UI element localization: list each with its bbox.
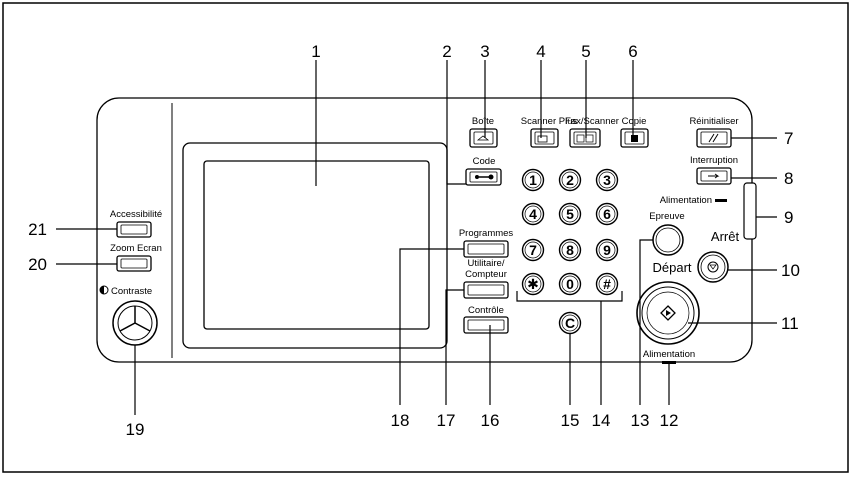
key-hash[interactable]: # — [595, 272, 619, 296]
touch-panel-screen[interactable] — [203, 160, 430, 330]
key-5[interactable]: 5 — [558, 202, 582, 226]
controle-label: Contrôle — [468, 305, 504, 316]
zoom-ecran-label: Zoom Ecran — [110, 243, 162, 254]
key-9[interactable]: 9 — [595, 238, 619, 262]
callout-2: 2 — [442, 42, 451, 61]
leader-13 — [639, 239, 653, 405]
callout-1: 1 — [311, 42, 320, 61]
reset-icon — [708, 133, 719, 143]
boite-label: Boîte — [472, 116, 494, 127]
key-3[interactable]: 3 — [595, 168, 619, 192]
callout-3: 3 — [480, 42, 489, 61]
leader-14-bracket — [516, 291, 623, 302]
contraste-icon — [99, 285, 109, 295]
callout-12: 12 — [660, 411, 679, 430]
leader-2 — [446, 60, 466, 185]
fax-icon — [576, 134, 585, 143]
callout-9: 9 — [784, 208, 793, 227]
contraste-label: Contraste — [111, 286, 152, 297]
copie-label: Copie — [622, 116, 647, 127]
key-4[interactable]: 4 — [521, 202, 545, 226]
key-0[interactable]: 0 — [558, 272, 582, 296]
key-8[interactable]: 8 — [558, 238, 582, 262]
svg-text:0: 0 — [566, 276, 574, 292]
utilitaire-label-line1: Utilitaire/ — [468, 258, 505, 269]
callout-4: 4 — [536, 42, 545, 61]
side-slot — [743, 182, 757, 240]
scanner-icon — [537, 135, 548, 143]
callout-7: 7 — [784, 129, 793, 148]
alimentation-bottom-label: Alimentation — [643, 349, 695, 360]
callout-18: 18 — [391, 411, 410, 430]
callout-15: 15 — [561, 411, 580, 430]
callout-14: 14 — [592, 411, 611, 430]
callout-5: 5 — [581, 42, 590, 61]
epreuve-button[interactable] — [652, 224, 684, 256]
interruption-label: Interruption — [690, 155, 738, 166]
key-7[interactable]: 7 — [521, 238, 545, 262]
start-icon — [660, 305, 676, 321]
svg-text:8: 8 — [566, 242, 574, 258]
callout-19: 19 — [126, 420, 145, 439]
epreuve-label: Epreuve — [649, 211, 684, 222]
utilitaire-label-line2: Compteur — [465, 269, 507, 280]
svg-text:C: C — [565, 315, 575, 331]
stop-icon — [707, 261, 719, 273]
arret-label: Arrêt — [711, 229, 740, 244]
svg-text:✱: ✱ — [527, 276, 539, 292]
callout-8: 8 — [784, 169, 793, 188]
svg-text:1: 1 — [529, 172, 537, 188]
leader-17 — [445, 289, 464, 405]
key-icon — [475, 174, 494, 180]
callout-13: 13 — [631, 411, 650, 430]
key-c[interactable]: C — [558, 311, 582, 335]
alimentation-top-label: Alimentation — [660, 195, 712, 206]
svg-text:4: 4 — [529, 206, 537, 222]
svg-text:2: 2 — [566, 172, 574, 188]
alimentation-top-indicator — [715, 199, 727, 202]
key-1[interactable]: 1 — [521, 168, 545, 192]
svg-text:7: 7 — [529, 242, 537, 258]
alimentation-bottom-indicator — [662, 361, 676, 364]
programmes-label: Programmes — [459, 228, 514, 239]
keypad: 1 2 3 4 5 6 7 8 9 ✱ 0 # C — [521, 168, 619, 335]
key-2[interactable]: 2 — [558, 168, 582, 192]
callout-6: 6 — [628, 42, 637, 61]
svg-text:6: 6 — [603, 206, 611, 222]
callout-20: 20 — [28, 255, 47, 274]
code-label: Code — [473, 156, 496, 167]
callout-10: 10 — [781, 261, 800, 280]
leader-lines — [56, 60, 777, 415]
scanner-plus-label: Scanner Plus — [521, 116, 578, 127]
svg-text:5: 5 — [566, 206, 574, 222]
svg-text:9: 9 — [603, 242, 611, 258]
key-star[interactable]: ✱ — [521, 272, 545, 296]
callout-16: 16 — [481, 411, 500, 430]
callout-17: 17 — [437, 411, 456, 430]
fax-scanner-label: Fax/Scanner — [565, 116, 619, 127]
accessibilite-label: Accessibilité — [110, 209, 162, 220]
interrupt-icon — [708, 173, 720, 179]
svg-text:3: 3 — [603, 172, 611, 188]
callout-11: 11 — [781, 314, 799, 333]
leader-18 — [399, 248, 464, 405]
copy-icon — [631, 135, 638, 142]
callout-21: 21 — [28, 220, 47, 239]
depart-label: Départ — [652, 260, 691, 275]
reinitialiser-label: Réinitialiser — [689, 116, 738, 127]
svg-text:#: # — [603, 276, 611, 292]
key-6[interactable]: 6 — [595, 202, 619, 226]
contraste-dial[interactable] — [112, 300, 158, 346]
